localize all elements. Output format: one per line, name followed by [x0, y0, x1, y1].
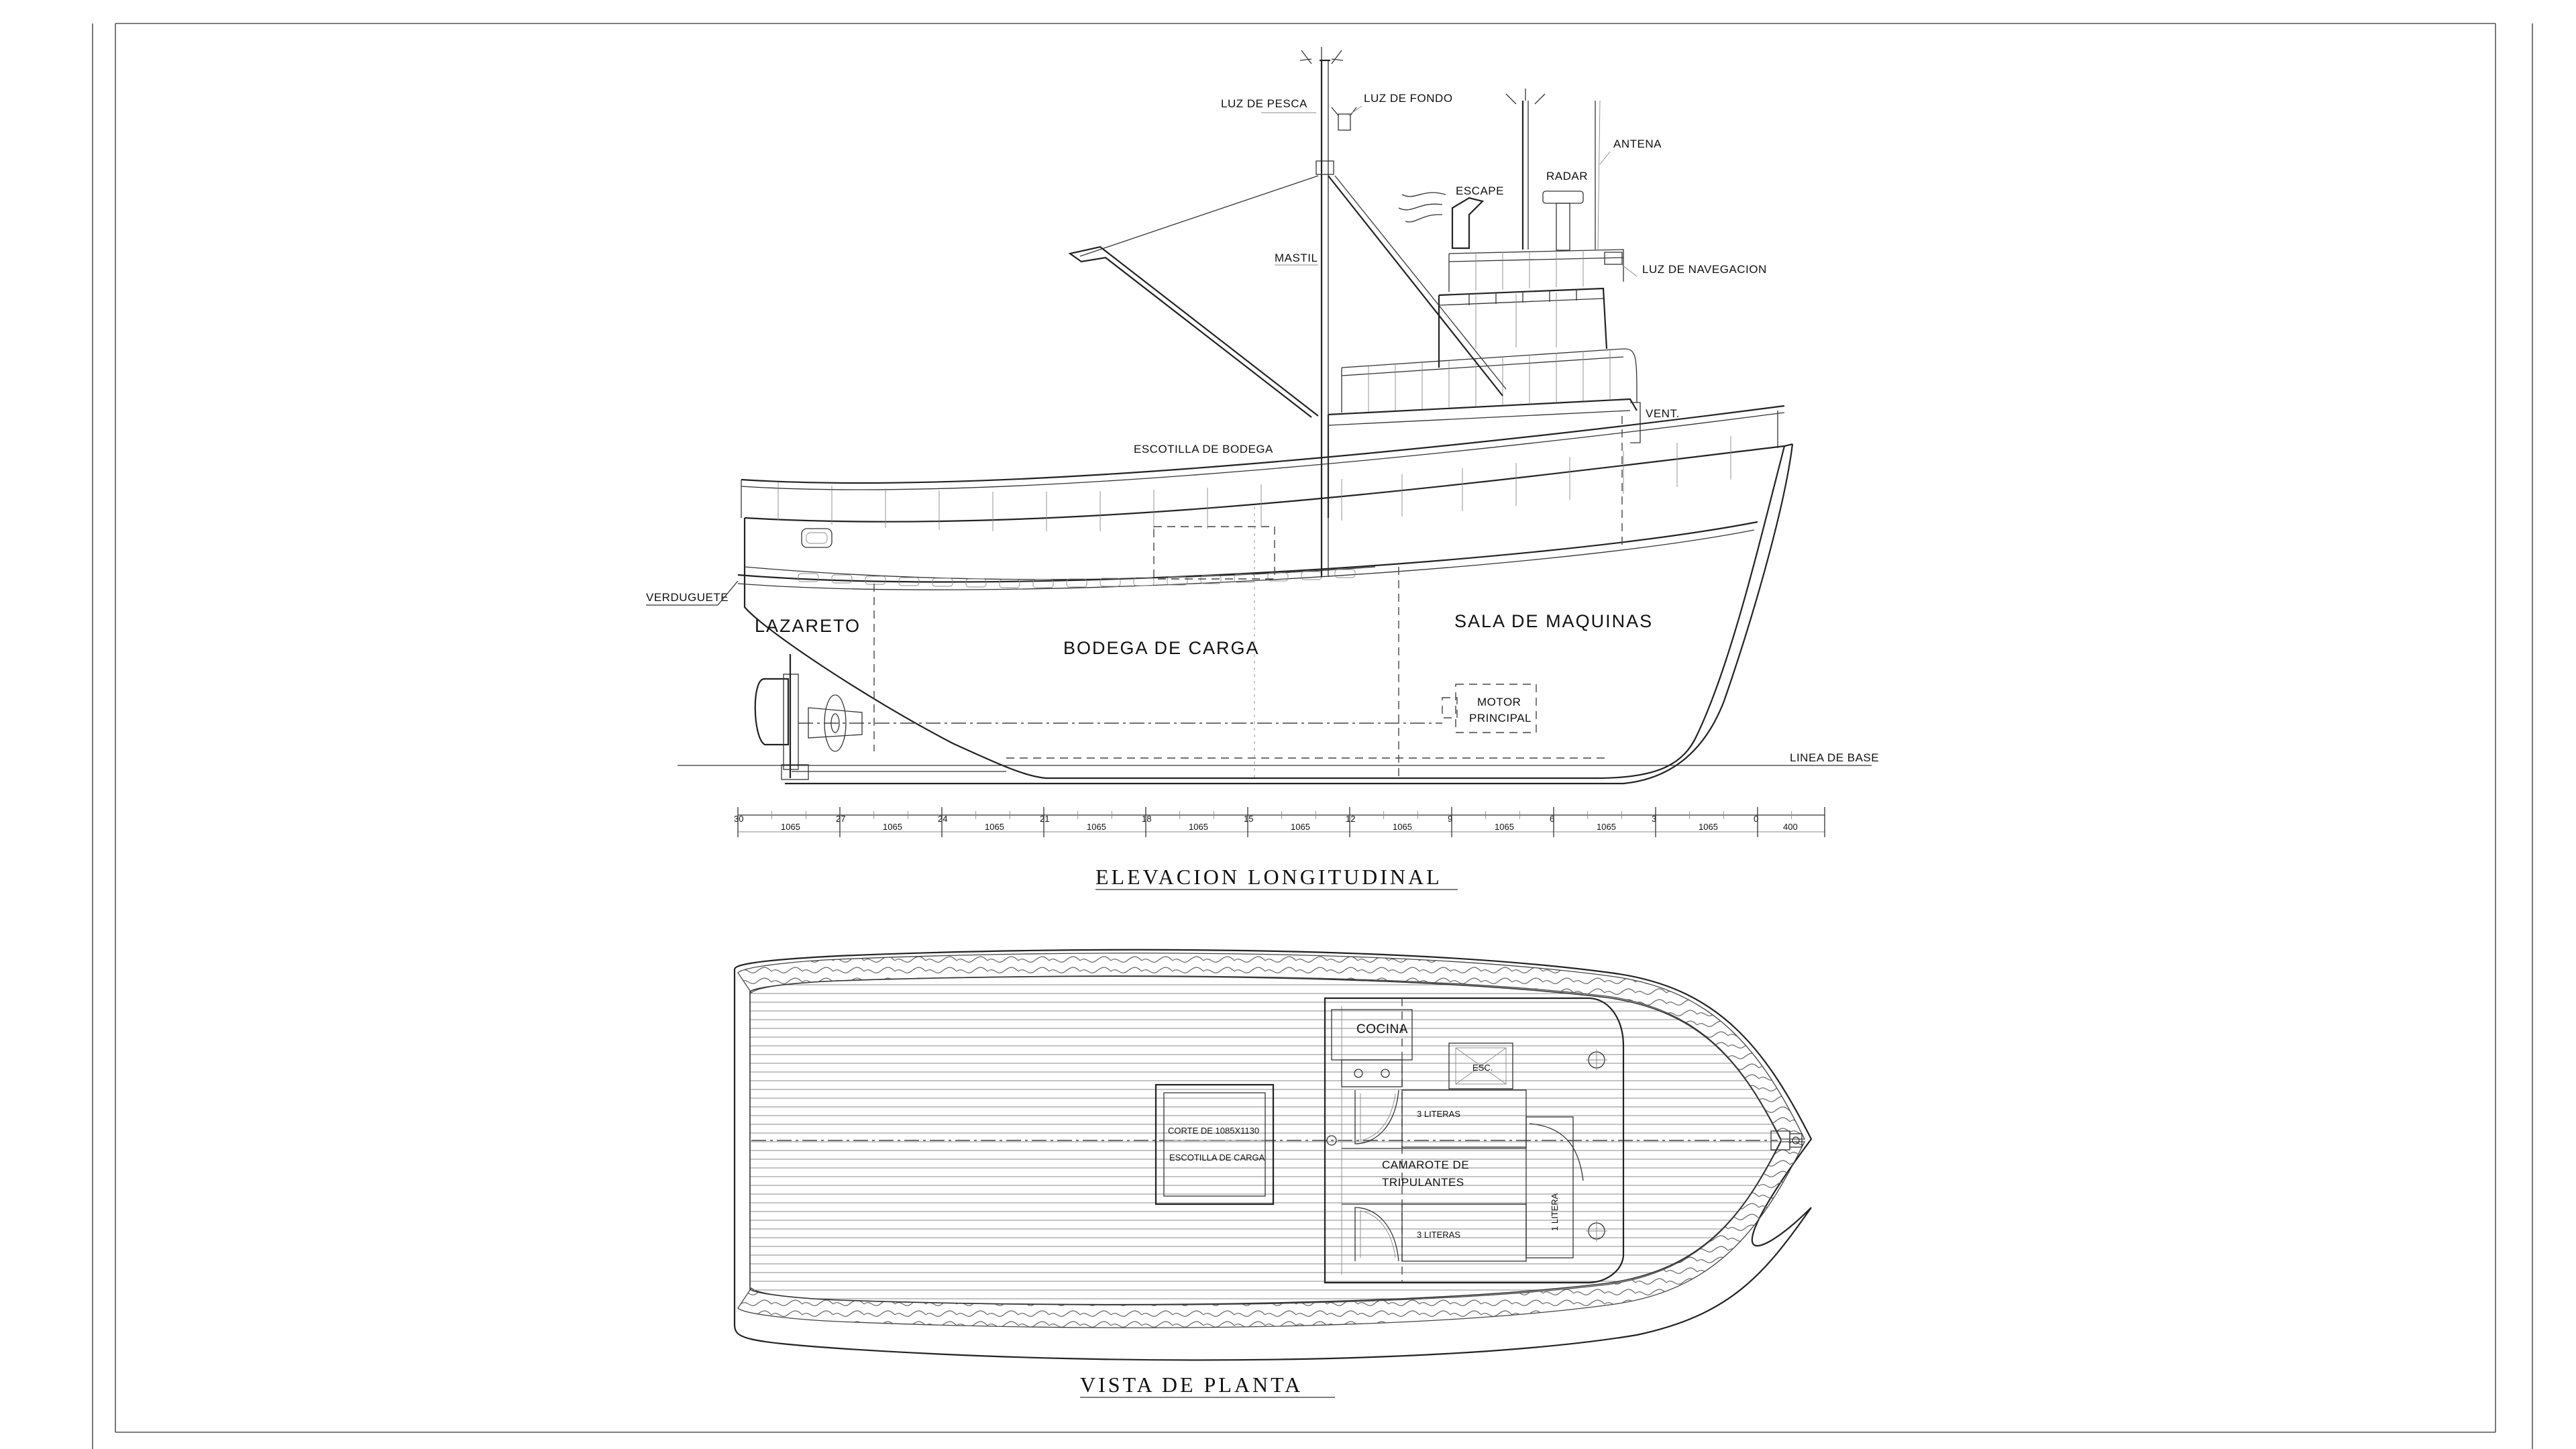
- exhaust: [1398, 192, 1485, 250]
- cargo-hatch: [1153, 526, 1275, 580]
- label-luz-fondo: LUZ DE FONDO: [1364, 92, 1453, 105]
- frame-spacing: 1065: [1393, 822, 1412, 832]
- label-literas-bottom: 3 LITERAS: [1417, 1230, 1460, 1240]
- frame-spacing: 1065: [1699, 822, 1718, 832]
- label-linea-base: LINEA DE BASE: [1790, 751, 1879, 764]
- label-sala-maquinas: SALA DE MAQUINAS: [1454, 611, 1653, 631]
- plan-galley: [1331, 1009, 1413, 1087]
- hull-profile: [743, 443, 1793, 780]
- frame-number: 9: [1448, 814, 1452, 824]
- label-camarote-2: TRIPULANTES: [1382, 1176, 1464, 1189]
- label-motor: MOTOR: [1477, 696, 1521, 708]
- radar-mast: [1505, 89, 1623, 265]
- frame-spacing: 1065: [1291, 822, 1310, 832]
- frame-number: 30: [734, 814, 743, 824]
- plan-title: VISTA DE PLANTA: [1080, 1373, 1303, 1397]
- label-radar: RADAR: [1546, 170, 1588, 182]
- porthole: [801, 528, 833, 548]
- label-escape: ESCAPE: [1456, 184, 1504, 197]
- label-litera-single: 1 LITERA: [1550, 1193, 1560, 1231]
- plan-hatch-markers: [1326, 1049, 1607, 1242]
- scuppers: [798, 569, 1356, 588]
- mast: [1316, 59, 1351, 577]
- label-cocina: COCINA: [1356, 1022, 1408, 1036]
- mast-lights: [1299, 47, 1357, 116]
- label-lazareto: LAZARETO: [755, 616, 861, 636]
- label-esc: ESC.: [1472, 1063, 1493, 1073]
- plan-single-berth: [1525, 1116, 1584, 1258]
- label-vent: VENT.: [1646, 407, 1680, 420]
- label-corte: CORTE DE 1085X1130: [1168, 1126, 1259, 1136]
- plan-hull-outer: [733, 949, 1813, 1361]
- label-luz-navegacion: LUZ DE NAVEGACION: [1642, 263, 1767, 276]
- boom: [1068, 175, 1507, 418]
- frame-spacing: 1065: [1189, 822, 1208, 832]
- frame-spacing: 1065: [1495, 822, 1514, 832]
- frame-spacing: 1065: [985, 822, 1004, 832]
- frame-spacing: 1065: [883, 822, 902, 832]
- label-luz-pesca: LUZ DE PESCA: [1221, 97, 1307, 110]
- frame-number: 15: [1244, 814, 1253, 824]
- plan-cargo-hatch: [1155, 1083, 1275, 1205]
- plan-view: CORTE DE 1085X1130 ESCOTILLA DE CARGA CO…: [733, 949, 1813, 1398]
- longitudinal-elevation: LUZ DE PESCA LUZ DE FONDO ANTENA RADAR E…: [646, 47, 1879, 890]
- label-mastil: MASTIL: [1275, 252, 1318, 264]
- frame-number: 18: [1142, 814, 1151, 824]
- frame-number: 12: [1346, 814, 1355, 824]
- label-literas-top: 3 LITERAS: [1417, 1109, 1460, 1119]
- rudder-propeller: [754, 654, 863, 780]
- frame-spacing: 1065: [1597, 822, 1616, 832]
- label-escotilla-bodega: ESCOTILLA DE BODEGA: [1134, 443, 1273, 455]
- bulwark-rail: [741, 405, 1785, 531]
- label-antena: ANTENA: [1613, 138, 1662, 150]
- frame-spacing: 1065: [1087, 822, 1106, 832]
- radar-antenna: [1542, 191, 1584, 204]
- frame-number: 21: [1040, 814, 1049, 824]
- frame-number: 0: [1754, 814, 1758, 824]
- frame-number: 3: [1652, 814, 1656, 824]
- deckhouse: [1327, 249, 1641, 518]
- label-camarote-1: CAMAROTE DE: [1382, 1159, 1469, 1171]
- sheer-line: [744, 445, 1785, 523]
- frame-spacing: 1065: [781, 822, 800, 832]
- main-engine: [1442, 684, 1537, 733]
- elevation-title: ELEVACION LONGITUDINAL: [1095, 865, 1442, 889]
- frame-number: 27: [836, 814, 845, 824]
- label-bodega-carga: BODEGA DE CARGA: [1063, 638, 1260, 658]
- label-escotilla-carga: ESCOTILLA DE CARGA: [1169, 1152, 1265, 1163]
- frame-number: 24: [938, 814, 947, 824]
- frame-spacing: 400: [1783, 822, 1798, 832]
- label-verduguete: VERDUGUETE: [646, 591, 729, 604]
- plan-stair: [1448, 1042, 1513, 1089]
- label-principal: PRINCIPAL: [1469, 712, 1532, 724]
- drawing-frame: [92, 23, 2533, 1449]
- frame-number: 6: [1550, 814, 1554, 824]
